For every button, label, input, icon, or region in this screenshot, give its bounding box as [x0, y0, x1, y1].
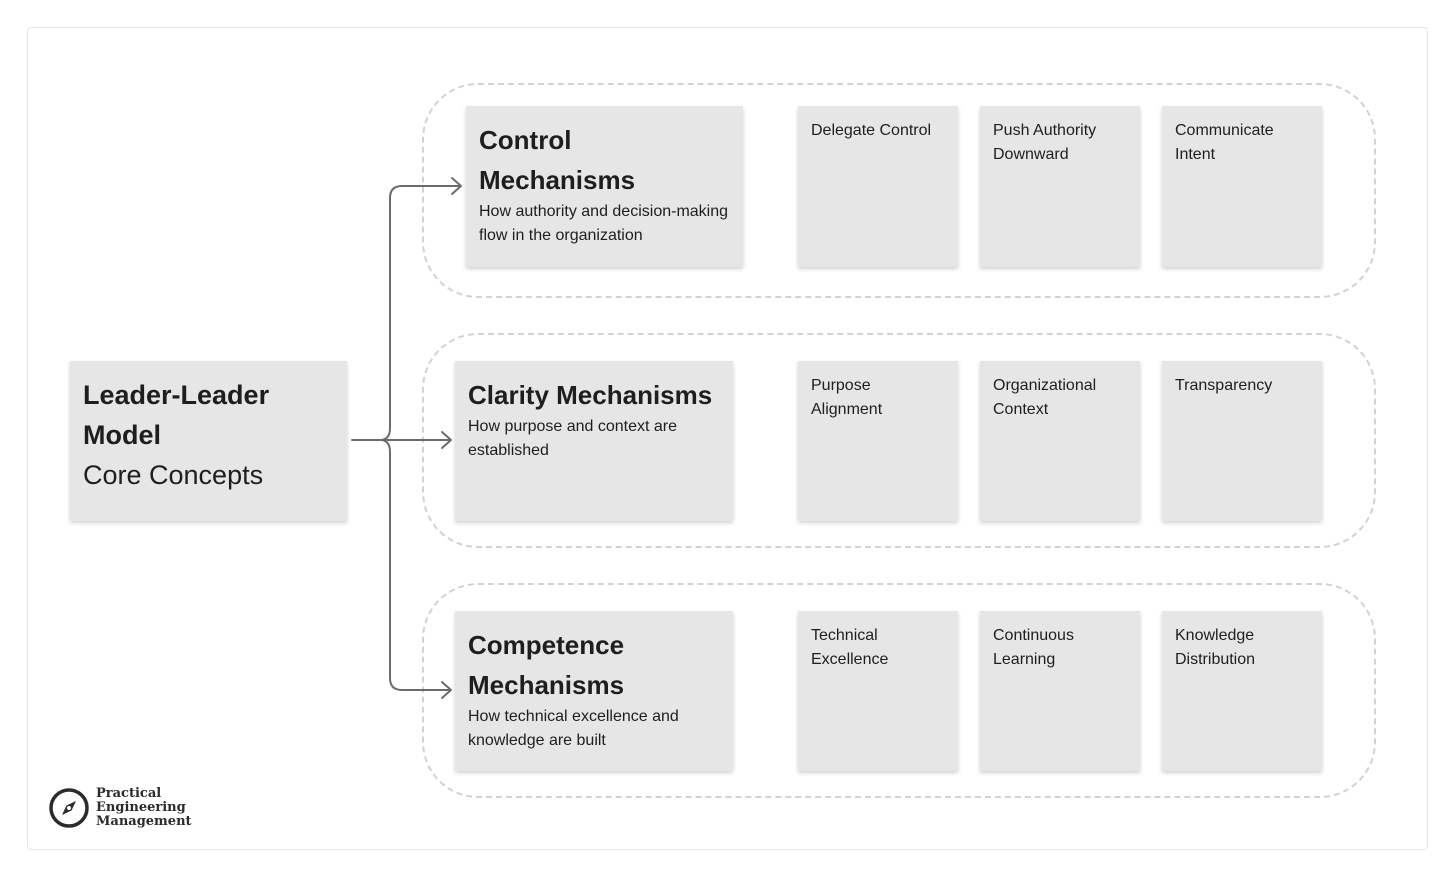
- item-continuous-learning: Continuous Learning: [980, 611, 1140, 771]
- clarity-mechanisms-description: How purpose and context are established: [468, 418, 678, 459]
- clarity-mechanisms-card: Clarity Mechanisms How purpose and conte…: [455, 361, 733, 521]
- diagram-frame: [27, 27, 1428, 850]
- item-organizational-context: Organizational Context: [980, 361, 1140, 521]
- brand-line-2: Engineering: [96, 800, 186, 815]
- root-title: Leader-Leader Model: [83, 380, 270, 450]
- group-control-container: [422, 83, 1376, 298]
- competence-mechanisms-description: How technical excellence and knowledge a…: [468, 708, 679, 749]
- connector-to-competence: [379, 439, 450, 691]
- brand-wordmark: Practical Engineering Management: [96, 787, 192, 829]
- competence-mechanisms-title: Competence Mechanisms: [468, 630, 625, 700]
- compass-icon: [49, 788, 89, 828]
- clarity-mechanisms-title: Clarity Mechanisms: [468, 380, 713, 410]
- control-mechanisms-card: Control Mechanisms How authority and dec…: [466, 106, 743, 267]
- brand-logo: Practical Engineering Management: [48, 787, 192, 829]
- item-purpose-alignment: Purpose Alignment: [798, 361, 958, 521]
- item-push-authority-downward: Push Authority Downward: [980, 106, 1140, 267]
- control-mechanisms-title: Control Mechanisms: [479, 125, 636, 195]
- brand-line-3: Management: [96, 814, 192, 829]
- item-technical-excellence: Technical Excellence: [798, 611, 958, 771]
- arrowhead-clarity: [441, 431, 452, 449]
- root-subtitle: Core Concepts: [83, 460, 264, 490]
- item-delegate-control: Delegate Control: [798, 106, 958, 267]
- arrowhead-competence: [441, 681, 452, 699]
- connector-to-control: [379, 185, 461, 441]
- item-communicate-intent: Communicate Intent: [1162, 106, 1322, 267]
- control-mechanisms-description: How authority and decision-making flow i…: [479, 203, 729, 244]
- item-transparency: Transparency: [1162, 361, 1322, 521]
- brand-line-1: Practical: [96, 786, 162, 801]
- root-node: Leader-Leader Model Core Concepts: [70, 361, 347, 521]
- item-knowledge-distribution: Knowledge Distribution: [1162, 611, 1322, 771]
- competence-mechanisms-card: Competence Mechanisms How technical exce…: [455, 611, 733, 771]
- arrowhead-control: [451, 177, 462, 195]
